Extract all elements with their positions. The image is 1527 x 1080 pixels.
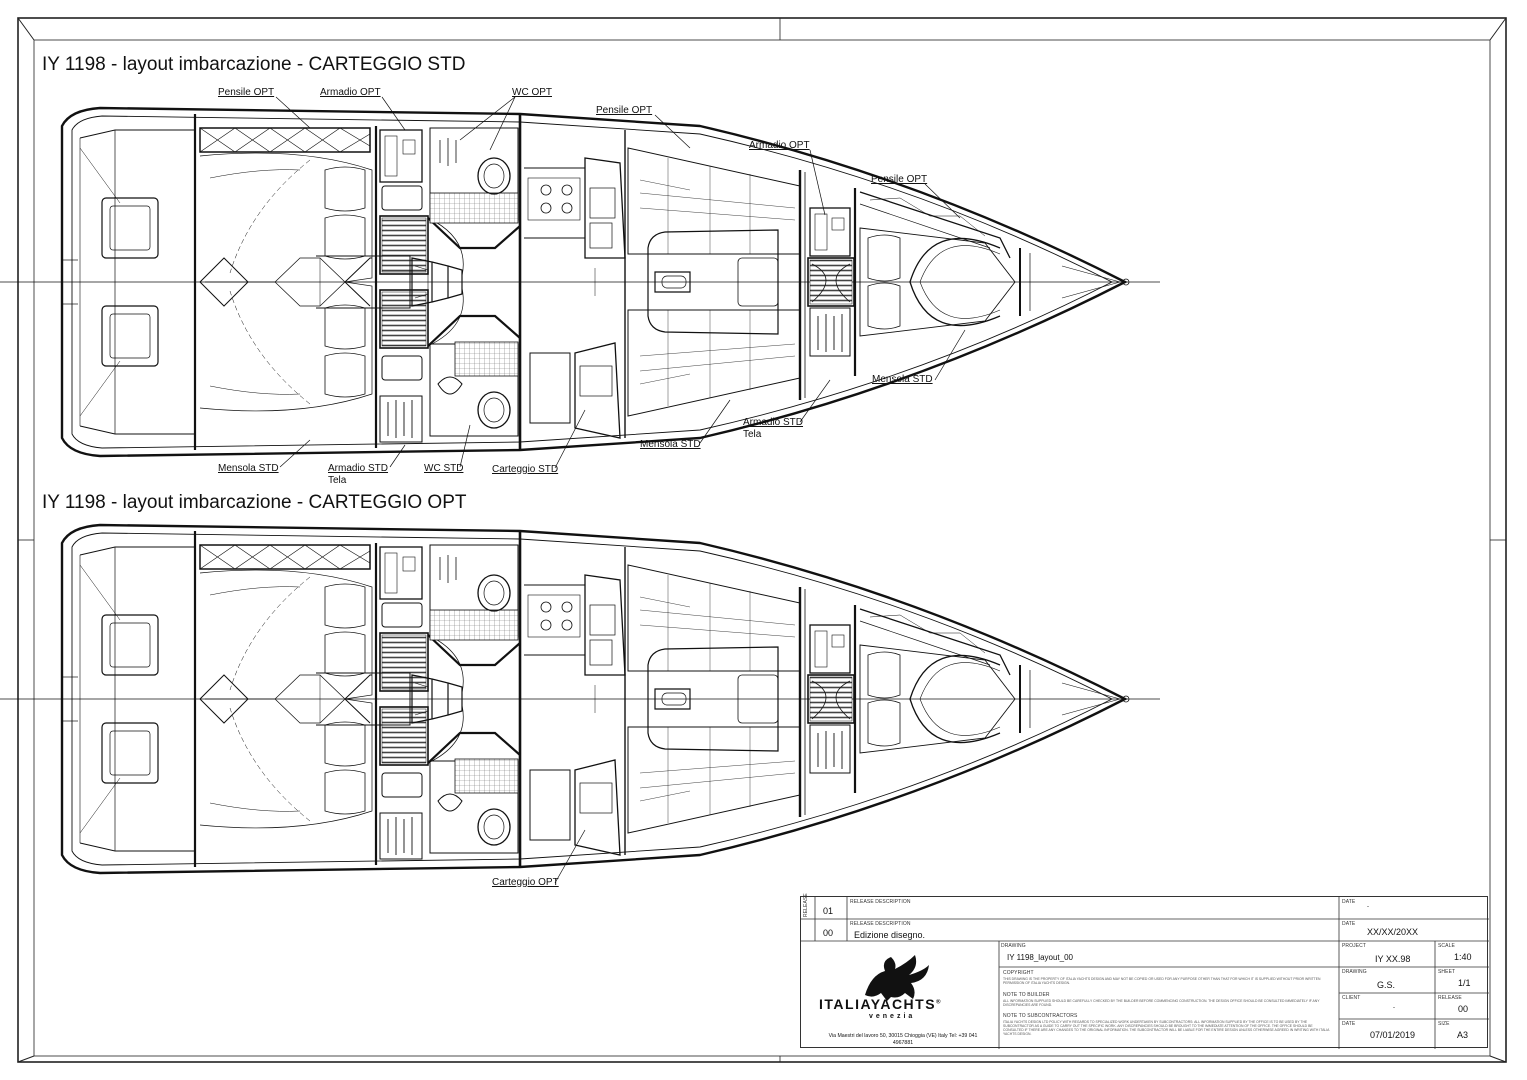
release-value: 00: [1458, 1004, 1469, 1014]
label-pensile-mid: Pensile OPT: [596, 105, 653, 116]
sheet-value: 1/1: [1458, 978, 1471, 988]
brand-text: ITALIAYACHTS: [819, 996, 937, 1012]
date-label-2: DATE: [1342, 1021, 1356, 1027]
note-builder-text: ALL INFORMATION SUPPLIED SHOULD BE CAREF…: [1003, 999, 1320, 1007]
brand-name: ITALIAYACHTS®: [819, 996, 942, 1012]
drawing-name: IY 1198_layout_00: [1007, 953, 1073, 962]
date-label-1: DATE: [1342, 899, 1356, 905]
size-value: A3: [1457, 1030, 1469, 1040]
label-tela-fwd: Tela: [743, 429, 762, 440]
label-wc-opt: WC OPT: [512, 87, 552, 98]
brand-tm: ®: [936, 999, 942, 1006]
drawing-title-std: IY 1198 - layout imbarcazione - CARTEGGI…: [42, 54, 466, 75]
drawing-title-opt: IY 1198 - layout imbarcazione - CARTEGGI…: [42, 492, 467, 513]
label-mensola-aft: Mensola STD: [218, 463, 279, 474]
label-armadio-fwd: Armadio OPT: [749, 140, 810, 151]
scale-value: 1:40: [1454, 952, 1472, 962]
release-date-1: -: [1367, 904, 1369, 910]
sheet-label: SHEET: [1438, 969, 1456, 975]
label-carteggio-opt: Carteggio OPT: [492, 877, 559, 888]
release-desc-label-1: RELEASE DESCRIPTION: [850, 899, 911, 905]
project-label: PROJECT: [1342, 943, 1367, 949]
label-armadio-aft: Armadio OPT: [320, 87, 381, 98]
note-subcontractors-text: ITALIA YACHTS DESIGN LTD POLICY WITH REG…: [1003, 1020, 1330, 1036]
label-armadio-std-aft: Armadio STD: [328, 463, 389, 474]
label-pensile-aft: Pensile OPT: [218, 87, 275, 98]
drawn-label: DRAWING: [1342, 969, 1367, 975]
client-value: -: [1393, 1005, 1395, 1011]
release-date-0: XX/XX/20XX: [1367, 927, 1419, 937]
copyright-text: THIS DRAWING IS THE PROPERTY OF ITALIA Y…: [1003, 977, 1321, 985]
label-wc-std: WC STD: [424, 463, 464, 474]
winged-lion-logo: [865, 955, 929, 1001]
date-label-0: DATE: [1342, 921, 1356, 927]
brand-subtitle: venezia: [869, 1013, 916, 1020]
boat-plan-std: [0, 106, 1162, 458]
label-mensola-mid: Mensola STD: [640, 439, 701, 450]
scale-label: SCALE: [1438, 943, 1455, 949]
boat-plan-opt: [0, 523, 1162, 875]
title-block-grid: [801, 897, 1489, 1049]
project-value: IY XX.98: [1375, 954, 1411, 964]
note-builder-label: NOTE TO BUILDER: [1003, 992, 1050, 998]
title-block: RELEASE RELEASE DESCRIPTION DATE 01 - RE…: [800, 893, 1489, 1049]
label-mensola-fwd: Mensola STD: [872, 374, 933, 385]
copyright-label: COPYRIGHT: [1003, 970, 1034, 976]
date-value: 07/01/2019: [1370, 1030, 1416, 1040]
note-subcontractors-label: NOTE TO SUBCONTRACTORS: [1003, 1013, 1078, 1019]
label-armadio-std-fwd: Armadio STD: [743, 417, 804, 428]
label-carteggio-std: Carteggio STD: [492, 464, 559, 475]
label-tela-aft: Tela: [328, 475, 347, 486]
release-label: RELEASE: [1438, 995, 1462, 1001]
release-desc-label-0: RELEASE DESCRIPTION: [850, 921, 911, 927]
release-number-0: 00: [823, 928, 834, 938]
release-number-1: 01: [823, 906, 834, 916]
release-vertical-label: RELEASE: [803, 893, 809, 917]
drawn-value: G.S.: [1377, 980, 1396, 990]
size-label: SIZE: [1438, 1021, 1450, 1027]
release-description-0: Edizione disegno.: [854, 930, 926, 940]
company-address: Via Maestri del lavoro 50, 30015 Chioggi…: [828, 1033, 978, 1046]
drawing-label: DRAWING: [1001, 943, 1026, 949]
label-pensile-fwd: Pensile OPT: [871, 174, 928, 185]
client-label: CLIENT: [1342, 995, 1361, 1001]
